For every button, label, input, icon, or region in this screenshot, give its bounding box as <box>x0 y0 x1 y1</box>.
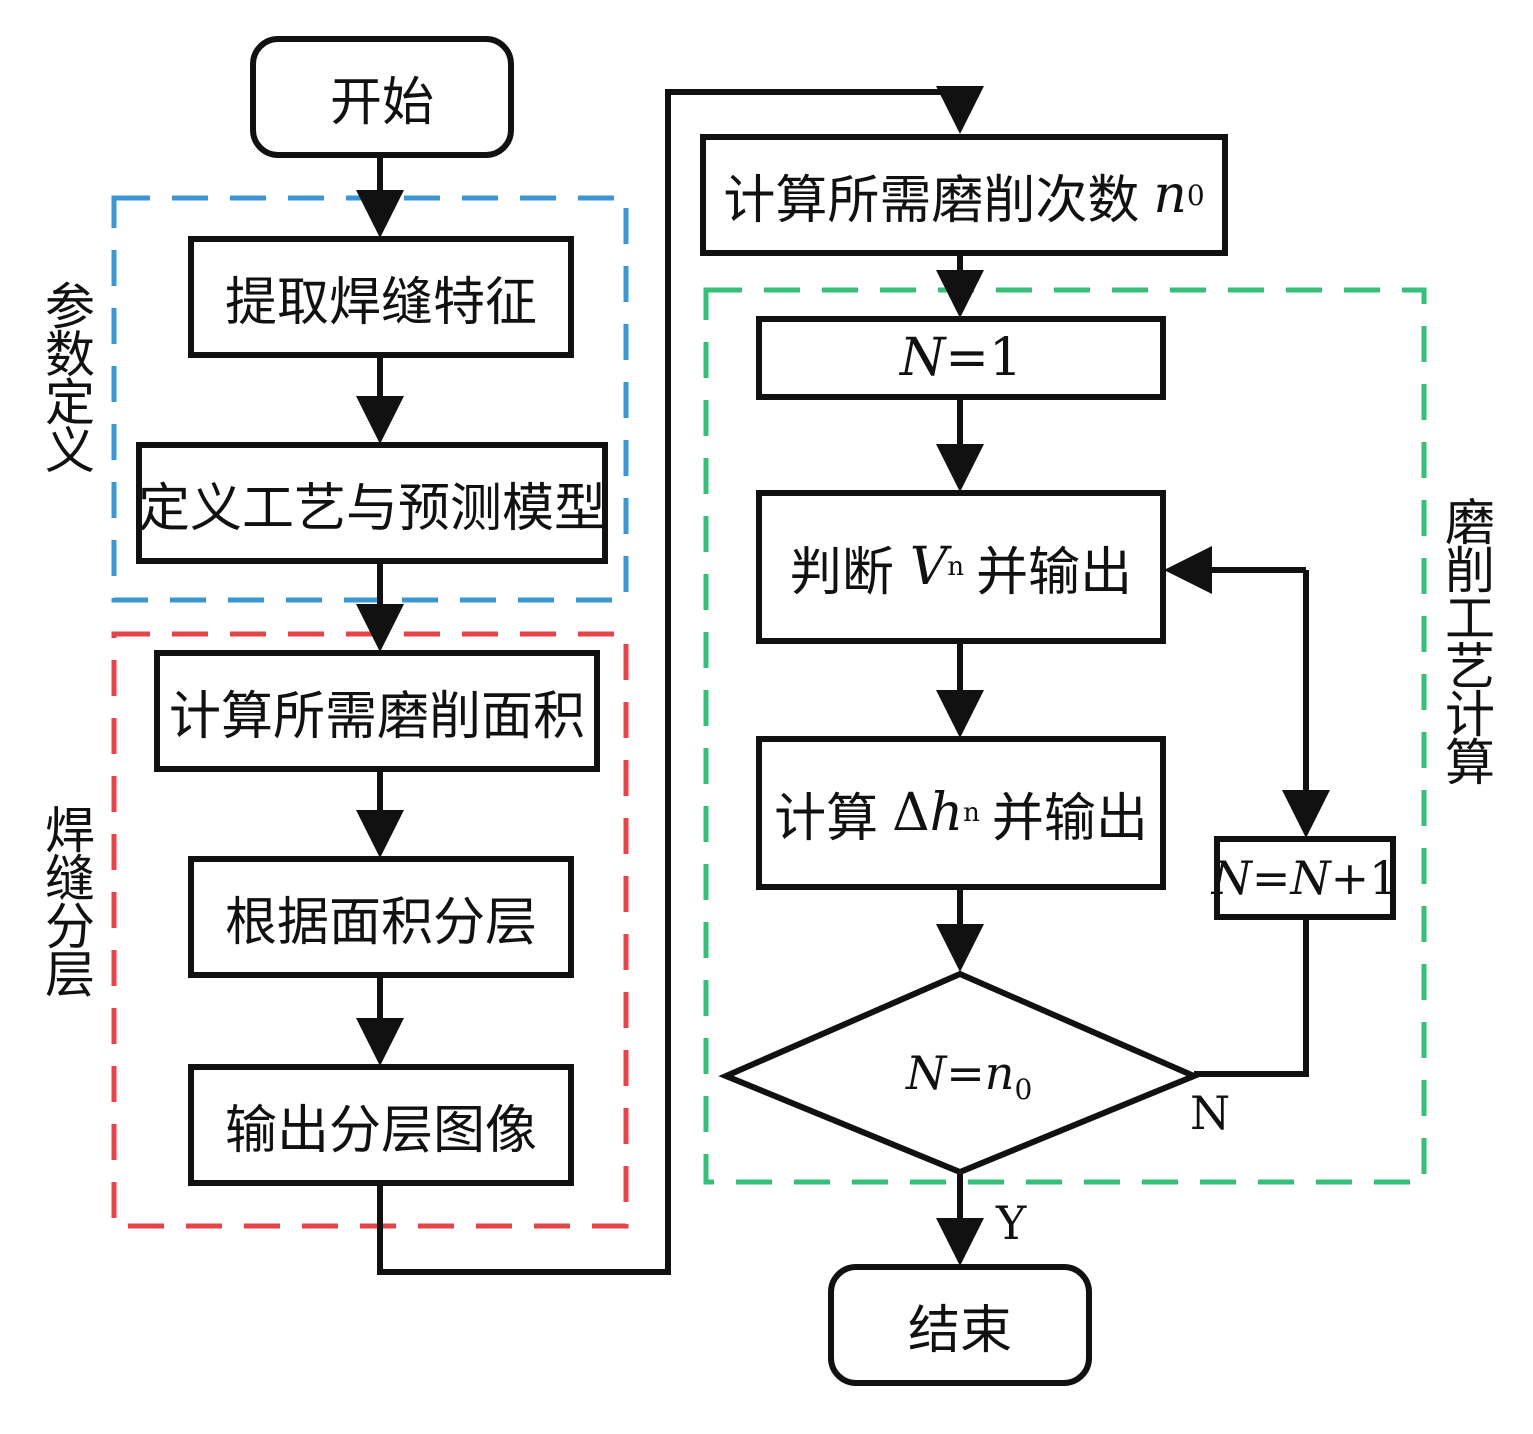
calc-delta: Δ <box>892 783 930 843</box>
extract-node: 提取焊缝特征 <box>188 236 574 358</box>
incr-var1: N <box>1211 851 1252 905</box>
calc-post: 并输出 <box>991 788 1148 849</box>
branch-yes-label: Y <box>996 1196 1027 1250</box>
area-node: 计算所需磨削面积 <box>154 650 600 772</box>
end-label: 结束 <box>907 1300 1012 1361</box>
branch-no-label: N <box>1190 1086 1231 1140</box>
init-var: N <box>899 328 946 388</box>
count-label: 计算所需磨削次数 <box>723 170 1140 231</box>
output-image-node: 输出分层图像 <box>188 1064 574 1186</box>
grind-group-label: 磨削工艺计算 <box>1437 496 1495 784</box>
decision-label: N=n0 <box>906 1046 1032 1106</box>
define-node: 定义工艺与预测模型 <box>136 442 608 564</box>
count-var: n <box>1153 165 1187 225</box>
calc-sub: n <box>963 798 980 828</box>
start-label: 开始 <box>329 72 434 133</box>
param-group-label: 参数定义 <box>37 280 95 472</box>
decision-diamond <box>718 970 1202 1176</box>
increment-node: N=N+1 <box>1211 836 1399 920</box>
init-node: N=1 <box>756 316 1166 400</box>
end-node: 结束 <box>828 1264 1092 1386</box>
judge-var: V <box>909 537 948 597</box>
start-node: 开始 <box>250 36 514 158</box>
layer-label: 根据面积分层 <box>224 892 537 953</box>
init-eq: =1 <box>945 328 1023 388</box>
count-sub: 0 <box>1186 178 1205 212</box>
judge-post: 并输出 <box>976 542 1133 603</box>
dec-var2: n <box>984 1046 1015 1100</box>
incr-var2: N <box>1290 851 1331 905</box>
dec-sub: 0 <box>1014 1073 1033 1106</box>
grind-group-frame <box>703 287 1427 1185</box>
arrow-output-count <box>377 86 984 1275</box>
calc-pre: 计算 <box>774 788 879 849</box>
incr-tail: +1 <box>1330 851 1399 905</box>
judge-pre: 判断 <box>789 542 894 603</box>
dec-eq: = <box>946 1046 985 1100</box>
dec-var1: N <box>906 1046 947 1100</box>
arrow-decision-incr <box>1194 920 1309 1077</box>
output-image-label: 输出分层图像 <box>224 1100 537 1161</box>
define-label: 定义工艺与预测模型 <box>138 478 607 539</box>
weld-group-label: 焊缝分层 <box>37 804 95 996</box>
layer-node: 根据面积分层 <box>188 856 574 978</box>
judge-sub: n <box>947 552 965 582</box>
calc-var: h <box>929 783 964 843</box>
incr-eq: = <box>1251 851 1291 905</box>
extract-label: 提取焊缝特征 <box>224 272 537 333</box>
area-label: 计算所需磨削面积 <box>168 686 585 747</box>
